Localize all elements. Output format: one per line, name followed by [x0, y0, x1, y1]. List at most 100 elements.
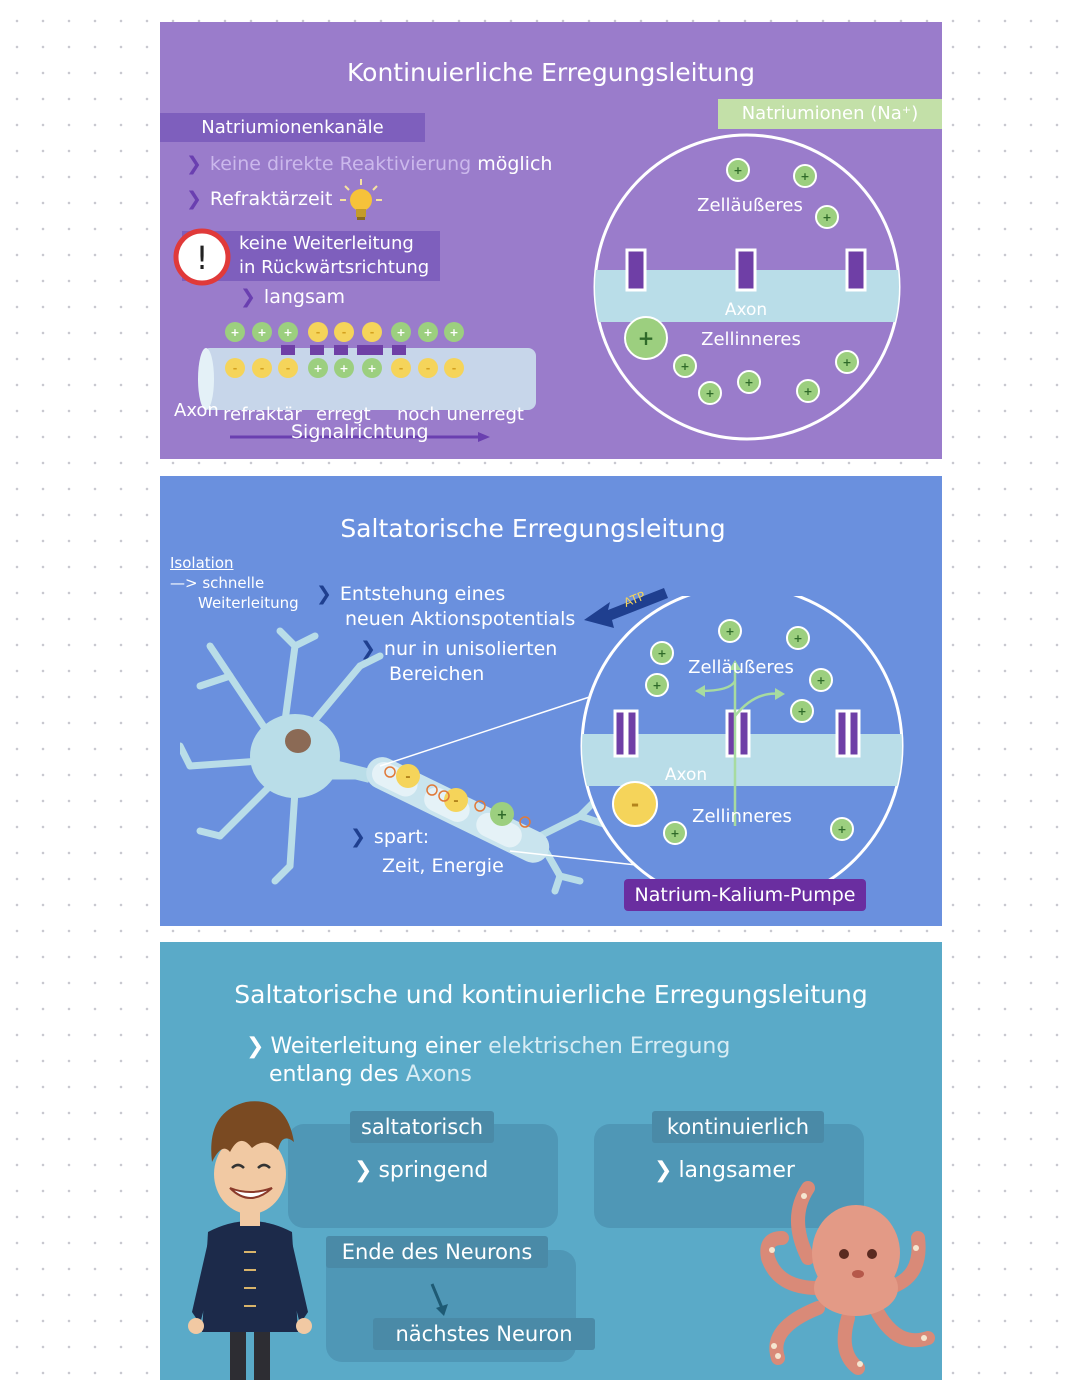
warning-icon: !: [173, 228, 231, 286]
svg-text:-: -: [370, 326, 375, 339]
svg-text:+: +: [449, 326, 458, 339]
chevron-icon: ❯: [354, 1158, 373, 1183]
ion-minus: [225, 358, 245, 378]
axon-label: Axon: [174, 400, 219, 421]
ion-minus: [444, 358, 464, 378]
ion-channel: [357, 345, 371, 355]
outside-label: Zelläußeres: [688, 657, 794, 678]
atp-arrow: ATP: [584, 588, 668, 628]
ion-plus: [830, 817, 854, 841]
ion-channel: [369, 345, 383, 355]
ion-minus: [278, 358, 298, 378]
bullet-text: springend: [378, 1158, 489, 1183]
ion-plus: [444, 322, 464, 342]
svg-text:-: -: [316, 326, 321, 339]
ion-plus: [278, 322, 298, 342]
svg-text:+: +: [283, 326, 292, 339]
face: [214, 1134, 286, 1214]
isolation-label: Isolation: [170, 554, 234, 572]
bullet-slow: ❯langsam: [240, 286, 345, 308]
svg-text:+: +: [257, 326, 266, 339]
ion-channel: [845, 248, 867, 292]
svg-text:-: -: [233, 362, 238, 375]
svg-text:-: -: [631, 792, 639, 816]
svg-text:+: +: [797, 705, 806, 718]
chevron-icon: ❯: [186, 188, 202, 210]
highlight-text: keine direkte Reaktivierung: [209, 153, 472, 175]
myelin-sheath: [476, 812, 522, 848]
continuous-conduction-panel: Kontinuierliche Erregungsleitung Natrium…: [160, 22, 942, 459]
inside-label: Zellinneres: [701, 329, 801, 350]
svg-text:+: +: [793, 632, 802, 645]
svg-text:+: +: [744, 376, 753, 389]
ion-plus: [698, 381, 722, 405]
saltatory-label: saltatorisch: [350, 1111, 494, 1143]
ion-plus: [673, 354, 697, 378]
ion-plus: [650, 641, 674, 665]
svg-text:+: +: [652, 679, 661, 692]
bullet-refractory: ❯ Refraktärzeit: [186, 188, 332, 210]
ion-plus: [726, 158, 750, 182]
end-of-neuron-label: Ende des Neurons: [326, 1236, 548, 1268]
ion-minus: [334, 322, 354, 342]
svg-text:+: +: [800, 170, 809, 183]
axon-diagram: + + + - - - + + + - - - + + + -: [198, 322, 536, 442]
ion-channel: [835, 709, 849, 758]
signal-direction-label: Signalrichtung: [291, 421, 429, 443]
ion-minus: [444, 788, 468, 812]
ion-plus: [663, 821, 687, 845]
saltatory-description: ❯springend: [354, 1158, 488, 1183]
svg-text:+: +: [733, 164, 742, 177]
bullet-text: möglich: [471, 153, 553, 175]
svg-text:-: -: [426, 362, 431, 375]
ion-minus: [418, 358, 438, 378]
chevron-icon: ❯: [186, 153, 202, 175]
svg-text:+: +: [657, 647, 666, 660]
bullet-new-ap-line-2: neuen Aktionspotentials: [345, 608, 576, 630]
ion-channel: [625, 248, 647, 292]
myelin-sheath: [372, 761, 418, 797]
ion-plus: [645, 673, 669, 697]
bullet-text: langsamer: [678, 1158, 795, 1183]
svg-text:-: -: [260, 362, 265, 375]
inside-label: Zellinneres: [692, 806, 792, 827]
comparison-panel: Saltatorische und kontinuierliche Erregu…: [160, 942, 942, 1380]
definition-text: Weiterleitung einer: [270, 1034, 489, 1059]
continuous-label: kontinuierlich: [652, 1111, 824, 1143]
bullet-uninsulated: ❯nur in unisolierten: [360, 638, 557, 660]
ion-plus: [418, 322, 438, 342]
continuous-description: ❯langsamer: [654, 1158, 795, 1183]
ion-plus: [252, 322, 272, 342]
svg-text:+: +: [842, 356, 851, 369]
ion-channel: [392, 345, 406, 355]
svg-text:+: +: [725, 625, 734, 638]
bullet-no-reactivation: ❯ keine direkte Reaktivierung möglich: [186, 153, 552, 175]
highlight-text: elektrischen Erregung: [488, 1034, 731, 1059]
bullet-uninsulated-line-2: Bereichen: [389, 663, 485, 685]
ion-minus: [362, 322, 382, 342]
chevron-icon: ❯: [360, 638, 376, 660]
saltatory-conduction-panel: Saltatorische Erregungsleitung Isolation…: [160, 476, 942, 926]
saves-values: Zeit, Energie: [382, 855, 504, 877]
neuron-nucleus: [285, 729, 311, 753]
axon-cylinder-end: [198, 348, 214, 410]
panel-title: Saltatorische Erregungsleitung: [340, 514, 726, 543]
ion-channel: [310, 345, 324, 355]
signal-arrow-head: [478, 432, 490, 442]
zone-refractory-label: refraktär: [223, 404, 302, 425]
ion-plus: [334, 358, 354, 378]
definition-line-2: entlang des Axons: [269, 1062, 472, 1087]
ion-channel: [735, 248, 757, 292]
bullet-text: Entstehung eines: [339, 583, 506, 605]
ion-plus: [786, 626, 810, 650]
svg-text:+: +: [497, 808, 508, 823]
axon-label: Axon: [725, 300, 767, 320]
ion-minus-large: [612, 781, 658, 827]
zone-excited-label: erregt: [316, 404, 371, 425]
outside-label: Zelläußeres: [697, 195, 803, 216]
ion-plus: [225, 322, 245, 342]
svg-text:+: +: [396, 326, 405, 339]
membrane-zoom-circle: + + + + + + + + + Zelläußeres Axon Zelli…: [593, 133, 901, 441]
neuron-cell-body: [250, 714, 340, 798]
bullet-text: Refraktärzeit: [209, 188, 333, 210]
